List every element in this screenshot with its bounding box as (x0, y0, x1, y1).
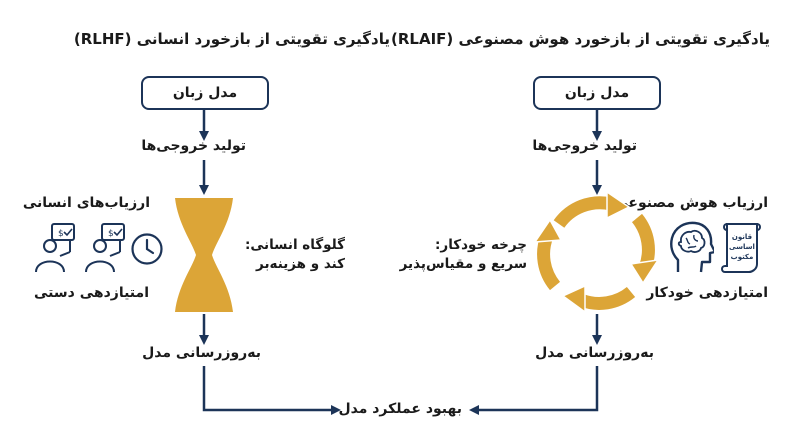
rlhf-bottleneck-note: گلوگاه انسانی: کند و هزینه‌بر (245, 236, 345, 274)
rlaif-cycle-note-2: سریع و مقیاس‌پذیر (399, 256, 527, 272)
scroll-icon: قانون اساسی مکتوب (721, 223, 761, 273)
scroll-line-2: اساسی (729, 243, 755, 251)
rlhf-bottleneck-note-2: کند و هزینه‌بر (256, 256, 345, 272)
rlhf-generate-label: تولید خروجی‌ها (141, 138, 246, 154)
rlaif-cycle-note: چرخه خودکار: سریع و مقیاس‌پذیر (400, 236, 527, 274)
rlhf-evaluators-label: ارزیاب‌های انسانی (22, 195, 150, 211)
rlaif-generate-label: تولید خروجی‌ها (532, 138, 637, 154)
human-evaluator-icon: $ $ (35, 223, 125, 273)
rlaif-update-label: به‌روزرسانی مدل (535, 345, 654, 361)
rlaif-model-box: مدل زبان (533, 76, 661, 110)
brain-head-icon (670, 221, 714, 273)
rlhf-title: یادگیری تقویتی از بازخورد انسانی (RLHF) (73, 30, 390, 48)
rlaif-evaluator-label: ارزیاب هوش مصنوعی (614, 195, 768, 211)
clock-icon (131, 233, 163, 265)
rlhf-bottleneck-note-1: گلوگاه انسانی: (244, 237, 345, 253)
arrow-rlaif-result (469, 366, 599, 415)
result-label: بهبود عملکرد مدل (338, 401, 462, 417)
cycle-arrows-icon (533, 190, 660, 314)
rlhf-scoring-label: امتیازدهی دستی (34, 285, 149, 301)
rlaif-title: یادگیری تقویتی از بازخورد هوش مصنوعی (RL… (391, 30, 770, 48)
rlaif-cycle-note-1: چرخه خودکار: (435, 237, 527, 253)
rlhf-update-label: به‌روزرسانی مدل (142, 345, 261, 361)
scroll-line-1: قانون (732, 233, 753, 241)
rlhf-model-box: مدل زبان (141, 76, 269, 110)
svg-text:$: $ (108, 229, 114, 239)
hourglass-icon (175, 198, 233, 312)
arrow-rlhf-result (202, 366, 341, 415)
rlaif-scoring-label: امتیازدهی خودکار (646, 285, 768, 301)
svg-text:$: $ (58, 229, 64, 239)
scroll-line-3: مکتوب (731, 253, 754, 261)
